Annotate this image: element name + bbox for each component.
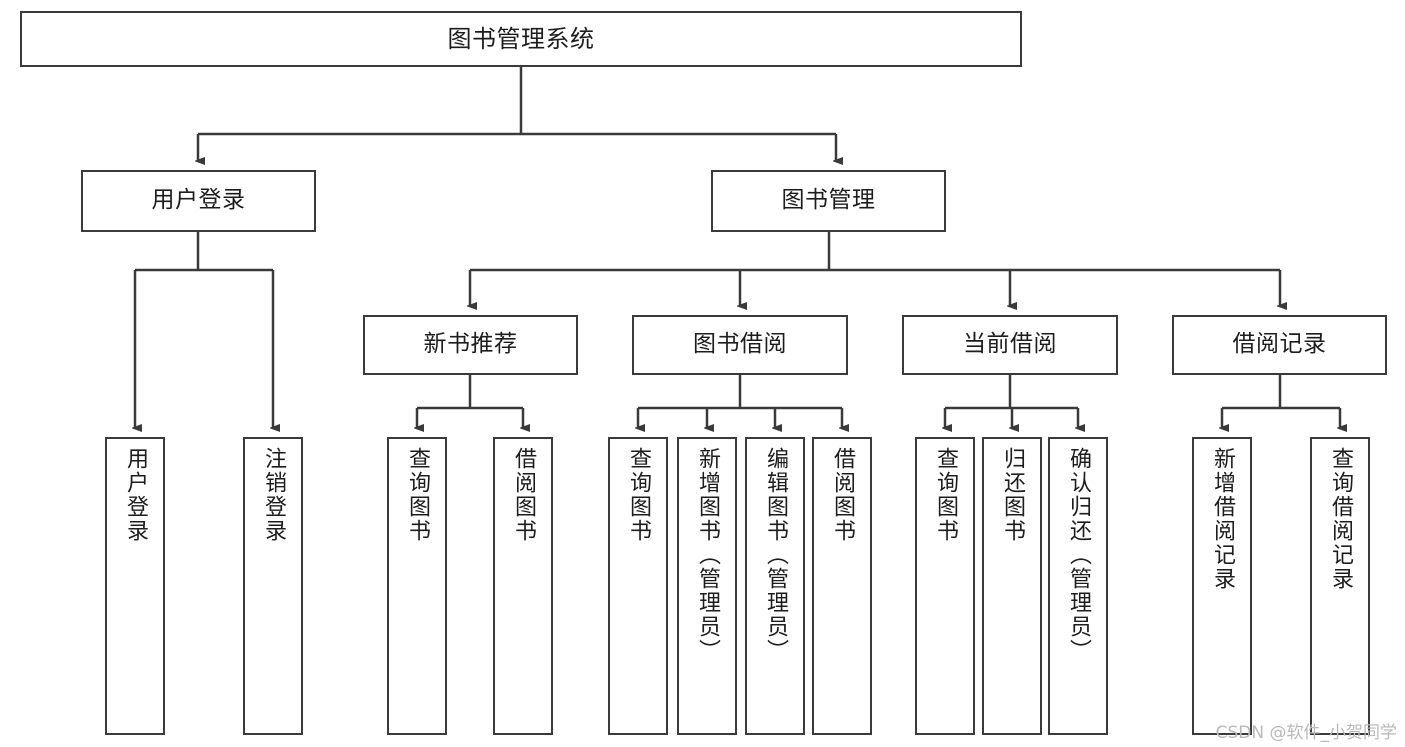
leaf-new-book-borrow-book[interactable]: 借阅图书	[493, 437, 553, 735]
node-label: 查询借阅记录	[1328, 447, 1353, 591]
csdn-watermark: CSDN @软件_小贺同学	[1215, 723, 1397, 743]
node-book-borrow[interactable]: 图书借阅	[632, 315, 848, 375]
leaf-current-borrow-return-book[interactable]: 归还图书	[982, 437, 1042, 735]
node-label: 查询图书	[626, 447, 651, 543]
leaf-user-login-logout[interactable]: 注销登录	[243, 437, 303, 735]
leaf-current-borrow-query-book[interactable]: 查询图书	[915, 437, 975, 735]
node-label: 用户登录	[151, 187, 246, 214]
leaf-book-borrow-query-book[interactable]: 查询图书	[608, 437, 668, 735]
leaf-borrow-record-add-record[interactable]: 新增借阅记录	[1192, 437, 1252, 735]
node-new-book-recommend[interactable]: 新书推荐	[363, 315, 578, 375]
node-label: 编辑图书（管理员）	[763, 447, 788, 663]
node-label: 借阅图书	[511, 447, 536, 543]
node-label: 新书推荐	[423, 331, 518, 358]
node-label: 注销登录	[261, 447, 286, 543]
node-label: 用户登录	[123, 447, 148, 543]
node-book-management[interactable]: 图书管理	[711, 170, 946, 232]
leaf-book-borrow-add-book-admin[interactable]: 新增图书（管理员）	[677, 437, 737, 735]
node-label: 新增借阅记录	[1210, 447, 1235, 591]
leaf-current-borrow-confirm-return-admin[interactable]: 确认归还（管理员）	[1048, 437, 1108, 735]
node-borrow-record[interactable]: 借阅记录	[1172, 315, 1387, 375]
node-label: 借阅图书	[830, 447, 855, 543]
node-label: 归还图书	[1000, 447, 1025, 543]
node-label: 查询图书	[933, 447, 958, 543]
node-label: 新增图书（管理员）	[695, 447, 720, 663]
leaf-new-book-query-book[interactable]: 查询图书	[387, 437, 447, 735]
node-label: 图书管理	[781, 187, 876, 214]
node-label: 当前借阅	[963, 331, 1057, 358]
leaf-book-borrow-borrow-book[interactable]: 借阅图书	[812, 437, 872, 735]
node-label: 图书管理系统	[447, 24, 595, 53]
node-current-borrow[interactable]: 当前借阅	[902, 315, 1118, 375]
node-user-login[interactable]: 用户登录	[81, 170, 316, 232]
node-label: 查询图书	[405, 447, 430, 543]
node-label: 图书借阅	[693, 331, 787, 358]
node-root-book-management-system[interactable]: 图书管理系统	[20, 11, 1022, 67]
leaf-user-login-login[interactable]: 用户登录	[105, 437, 165, 735]
node-label: 确认归还（管理员）	[1066, 447, 1091, 663]
leaf-borrow-record-query-record[interactable]: 查询借阅记录	[1310, 437, 1370, 735]
leaf-book-borrow-edit-book-admin[interactable]: 编辑图书（管理员）	[745, 437, 805, 735]
node-label: 借阅记录	[1232, 331, 1327, 358]
